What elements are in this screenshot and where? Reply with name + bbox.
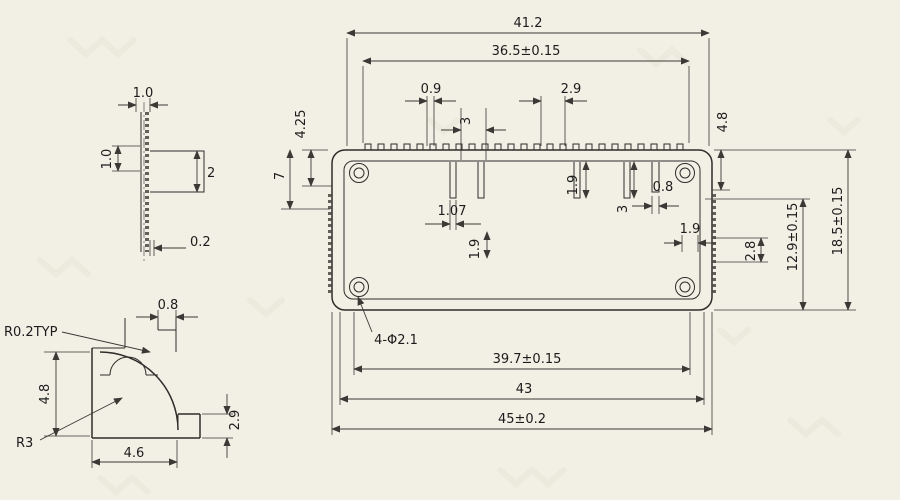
dim-4-8-corner: 4.8: [38, 384, 53, 405]
top-detail-view: 1.0 1.0 2 0.2: [100, 86, 215, 262]
detail-tooth-notch: [150, 150, 205, 193]
screw-hole-half: [109, 356, 147, 376]
dim-4-25: 4.25: [294, 110, 309, 139]
boss-radius-r3: [99, 351, 179, 431]
dim-0-2: 0.2: [190, 235, 211, 250]
dim-1-9-slot: 1.9: [566, 175, 581, 196]
main-dimensions: 41.2 36.5±0.15 0.9 2.9 3 4.25 7 4.8: [273, 16, 856, 435]
dim-3-top: 3: [459, 117, 474, 125]
dim-45: 45±0.2: [498, 412, 546, 427]
dim-12-9: 12.9±0.15: [786, 203, 801, 272]
corner-screw-bosses: [349, 163, 695, 297]
dim-1-0-top: 1.0: [133, 86, 154, 101]
dim-39-7: 39.7±0.15: [493, 352, 562, 367]
dim-3-mid: 3: [616, 205, 631, 213]
hole-callout: 4-Φ2.1: [374, 333, 418, 348]
dim-0-9: 0.9: [421, 82, 442, 97]
dim-7: 7: [273, 172, 288, 180]
dim-2: 2: [207, 166, 215, 181]
dim-1-9-wall: 1.9: [468, 239, 483, 260]
dim-2-8: 2.8: [744, 241, 759, 262]
radius-callout-r0-2: R0.2TYP: [4, 325, 58, 340]
dim-2-9: 2.9: [561, 82, 582, 97]
dim-1-9-right: 1.9: [680, 222, 701, 237]
main-view: [328, 143, 716, 311]
pcb-guide-slots: [449, 162, 660, 199]
top-fin-teeth: [358, 143, 692, 151]
dim-0-8: 0.8: [653, 180, 674, 195]
profile-inner-wall: [343, 160, 701, 300]
dim-41-2: 41.2: [514, 16, 543, 31]
dim-43: 43: [516, 382, 533, 397]
dim-18-5: 18.5±0.15: [831, 187, 846, 256]
dim-0-8-corner: 0.8: [158, 298, 179, 313]
dim-36-5: 36.5±0.15: [492, 44, 561, 59]
dim-1-0-side: 1.0: [100, 149, 115, 170]
dim-1-07: 1.07: [438, 204, 467, 219]
watermark-pattern: [37, 36, 861, 496]
corner-geometry: [91, 318, 201, 439]
dim-2-9-corner: 2.9: [228, 410, 243, 431]
radius-callout-r3: R3: [16, 436, 33, 451]
corner-detail-view: 4.8 4.6 2.9 0.8 R0.2TYP R3: [4, 298, 243, 468]
dim-4-6: 4.6: [124, 446, 145, 461]
profile-outer-wall: [331, 149, 713, 311]
dim-4-8: 4.8: [716, 112, 731, 133]
